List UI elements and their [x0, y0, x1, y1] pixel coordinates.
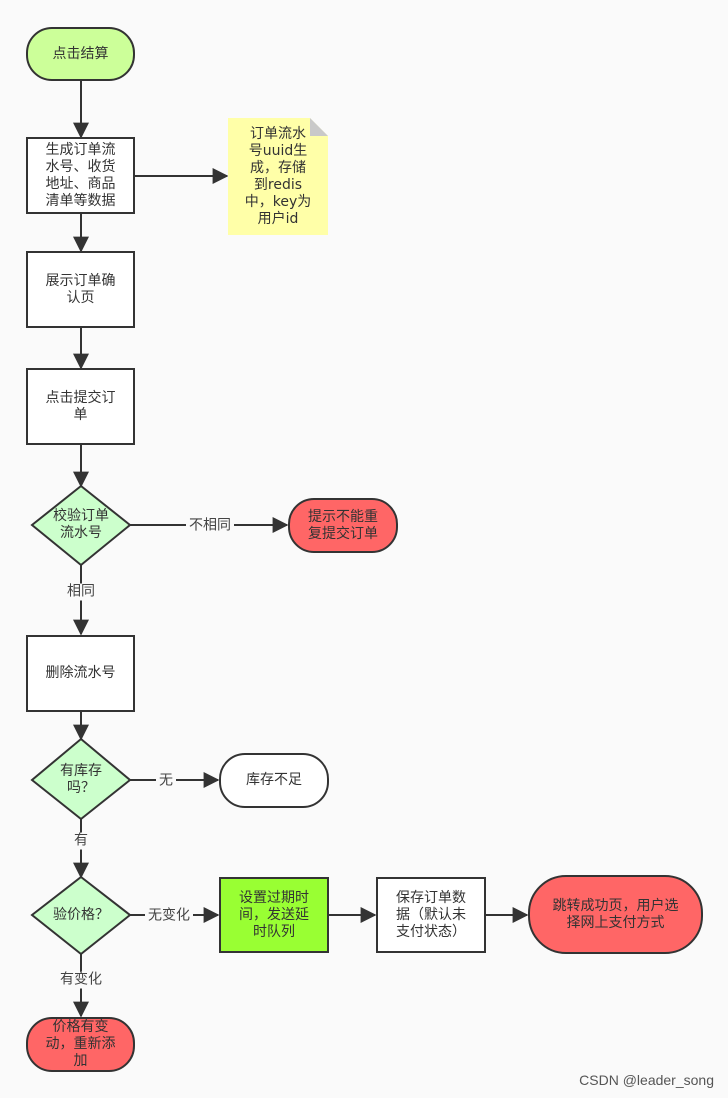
decision-verify-shape — [30, 484, 132, 567]
out-of-stock-node: 库存不足 — [219, 753, 329, 808]
csdn-watermark: CSDN @leader_song — [579, 1072, 714, 1088]
save-order-node: 保存订单数 据（默认未 支付状态） — [376, 877, 486, 953]
price-check-label: 验价格？ — [53, 906, 109, 923]
submit-order-node: 点击提交订 单 — [26, 368, 135, 445]
decision-stock-shape — [30, 737, 132, 821]
stock-check-label: 有库存 吗？ — [60, 763, 102, 796]
edge-label-not-same: 不相同 — [186, 517, 234, 535]
price-changed-node: 价格有变 动，重新添 加 — [26, 1017, 135, 1072]
no-repeat-node: 提示不能重 复提交订单 — [288, 498, 398, 553]
uuid-note: 订单流水 号uuid生 成，存储 到redis 中，key为 用户id — [228, 118, 328, 235]
edge-label-has: 有 — [71, 832, 91, 850]
edge-label-same: 相同 — [64, 583, 98, 601]
edge-label-changed: 有变化 — [57, 971, 105, 989]
decision-price-shape — [30, 875, 132, 956]
edge-label-none: 无 — [156, 772, 176, 790]
delete-serial-node: 删除流水号 — [26, 635, 135, 712]
set-expire-node: 设置过期时 间，发送延 时队列 — [219, 877, 329, 953]
jump-pay-node: 跳转成功页，用户选 择网上支付方式 — [528, 875, 703, 954]
generate-order-node: 生成订单流 水号、收货 地址、商品 清单等数据 — [26, 137, 135, 214]
edge-label-unchanged: 无变化 — [145, 907, 193, 925]
start-node: 点击结算 — [26, 27, 135, 81]
confirm-page-node: 展示订单确 认页 — [26, 251, 135, 328]
verify-serial-label: 校验订单 流水号 — [53, 508, 109, 541]
